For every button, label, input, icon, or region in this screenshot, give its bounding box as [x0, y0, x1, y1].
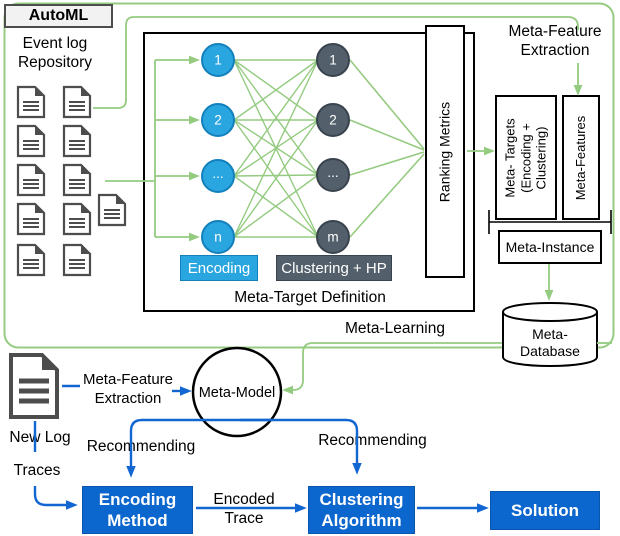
document-icon [62, 85, 92, 119]
meta-targets-text: Meta- Targets (Encoding + Clustering) [502, 117, 549, 198]
document-icon [62, 243, 92, 277]
meta-feature-extraction-online-label: Meta-Feature Extraction [82, 371, 174, 407]
recommending-right-label: Recommending [318, 432, 427, 449]
clustering-hp-tag-text: Clustering + HP [281, 259, 387, 277]
meta-features-box: Meta-Features [562, 95, 600, 220]
document-icon [16, 85, 46, 119]
document-icon [16, 163, 46, 197]
document-icon [62, 202, 92, 236]
encoding-tag-text: Encoding [187, 259, 251, 277]
document-icon [16, 202, 46, 236]
event-log-repository-label: Event log Repository [17, 35, 93, 72]
new-log-document-icon [9, 353, 59, 419]
document-icon [97, 193, 127, 227]
new-log-label: New Log [9, 429, 71, 446]
meta-targets-box: Meta- Targets (Encoding + Clustering) [495, 95, 557, 220]
solution-box: Solution [490, 491, 600, 530]
ranking-metrics-text: Ranking Metrics [436, 101, 453, 202]
automl-title-text: AutoML [28, 7, 89, 24]
document-icon [62, 163, 92, 197]
encoded-trace-label: Encoded Trace [213, 491, 275, 527]
encoding-method-box: Encoding Method [82, 486, 193, 534]
meta-target-definition-title: Meta-Target Definition [234, 289, 386, 306]
meta-database-label: Meta- Database [520, 326, 580, 359]
document-icon [62, 124, 92, 158]
clustering-algorithm-box: Clustering Algorithm [308, 486, 415, 534]
meta-feature-extraction-label: Meta-Feature Extraction [508, 23, 602, 60]
meta-instance-box: Meta-Instance [498, 230, 602, 264]
database-icon [502, 302, 598, 367]
encoding-tag: Encoding [180, 255, 258, 281]
meta-instance-text: Meta-Instance [505, 239, 595, 255]
ranking-metrics-box: Ranking Metrics [425, 25, 465, 278]
meta-model-label: Meta-Model [198, 385, 276, 401]
document-icon [16, 124, 46, 158]
recommending-left-label: Recommending [86, 438, 196, 455]
automl-region-title: AutoML [4, 4, 113, 28]
meta-learning-label: Meta-Learning [345, 320, 445, 337]
clustering-hp-tag: Clustering + HP [276, 255, 392, 281]
traces-label: Traces [13, 462, 61, 479]
meta-features-text: Meta-Features [573, 115, 589, 200]
document-icon [16, 243, 46, 277]
